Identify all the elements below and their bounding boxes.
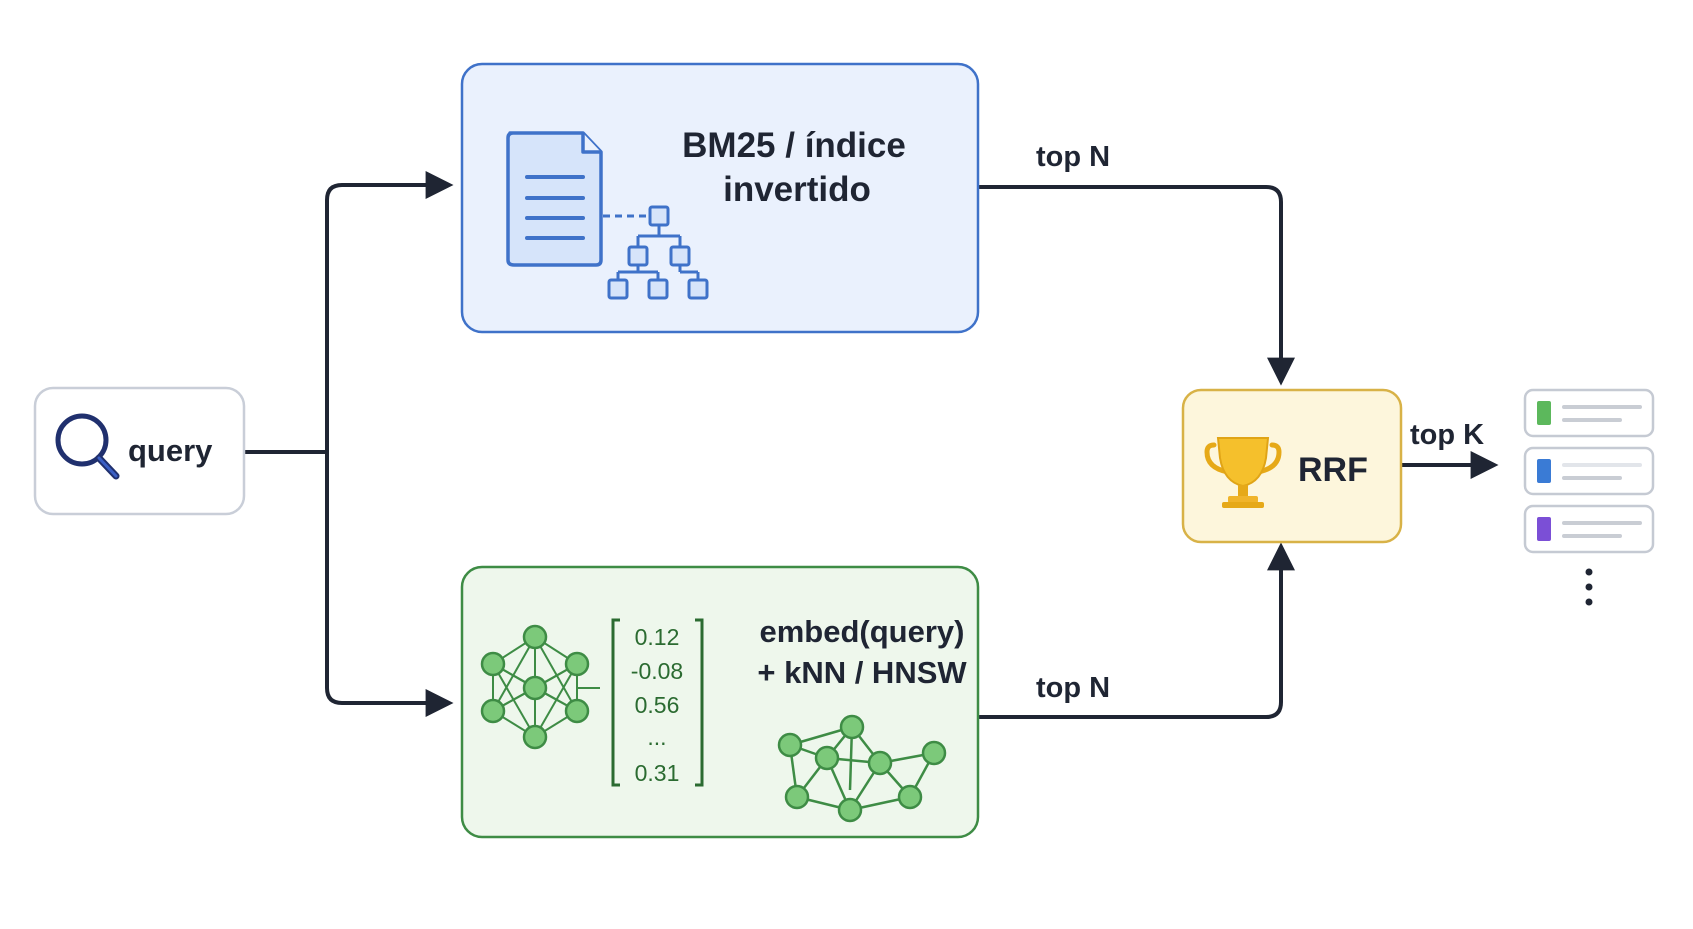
vector-value-2: 0.56: [635, 692, 680, 718]
rrf-label: RRF: [1298, 451, 1368, 489]
vector-value-1: -0.08: [631, 658, 683, 684]
trophy-icon: [1204, 437, 1282, 508]
edge-bm25-to-rrf: [978, 185, 1295, 386]
dense-title-line1: embed(query): [760, 614, 965, 649]
vector-value-0: 0.12: [635, 624, 680, 650]
query-box: [33, 386, 246, 516]
vertical-ellipsis-icon: [1585, 568, 1593, 606]
result-marker-1: [1537, 459, 1551, 483]
result-list-icon: [1523, 388, 1655, 606]
edge-query-to-dense: [325, 450, 454, 717]
result-item-0: [1523, 388, 1655, 438]
dense-title-line2: + kNN / HNSW: [757, 655, 967, 690]
edge-label-dense-top-n: top N: [1036, 672, 1110, 704]
vector-bracket: [611, 618, 704, 787]
bm25-title-line2: invertido: [723, 170, 871, 209]
neural-network-icon: [480, 624, 600, 750]
result-marker-2: [1537, 517, 1551, 541]
edge-label-top-k: top K: [1410, 419, 1484, 451]
edge-query-to-bm25: [325, 171, 454, 454]
edge-label-bm25-top-n: top N: [1036, 141, 1110, 173]
dense-box: [460, 565, 980, 839]
embedding-vector: 0.12 -0.08 0.56 ... 0.31: [631, 624, 683, 786]
edge-dense-to-rrf: [978, 542, 1295, 719]
result-item-1: [1523, 446, 1655, 496]
hnsw-graph-icon: [777, 714, 947, 823]
rrf-node: RRF: [1181, 388, 1403, 544]
query-label: query: [128, 433, 213, 468]
bm25-node: BM25 / índice invertido: [460, 62, 980, 334]
edges: [243, 171, 1499, 719]
bm25-title-line1: BM25 / índice: [682, 126, 906, 165]
query-node: query: [33, 386, 246, 516]
vector-value-3: ...: [647, 724, 666, 750]
result-marker-0: [1537, 401, 1551, 425]
vector-value-4: 0.31: [635, 760, 680, 786]
document-icon: [506, 131, 603, 267]
dense-node: 0.12 -0.08 0.56 ... 0.31 embed(query) + …: [460, 565, 980, 839]
result-item-2: [1523, 504, 1655, 554]
tree-index-icon: [603, 205, 709, 300]
search-icon: [55, 413, 120, 480]
